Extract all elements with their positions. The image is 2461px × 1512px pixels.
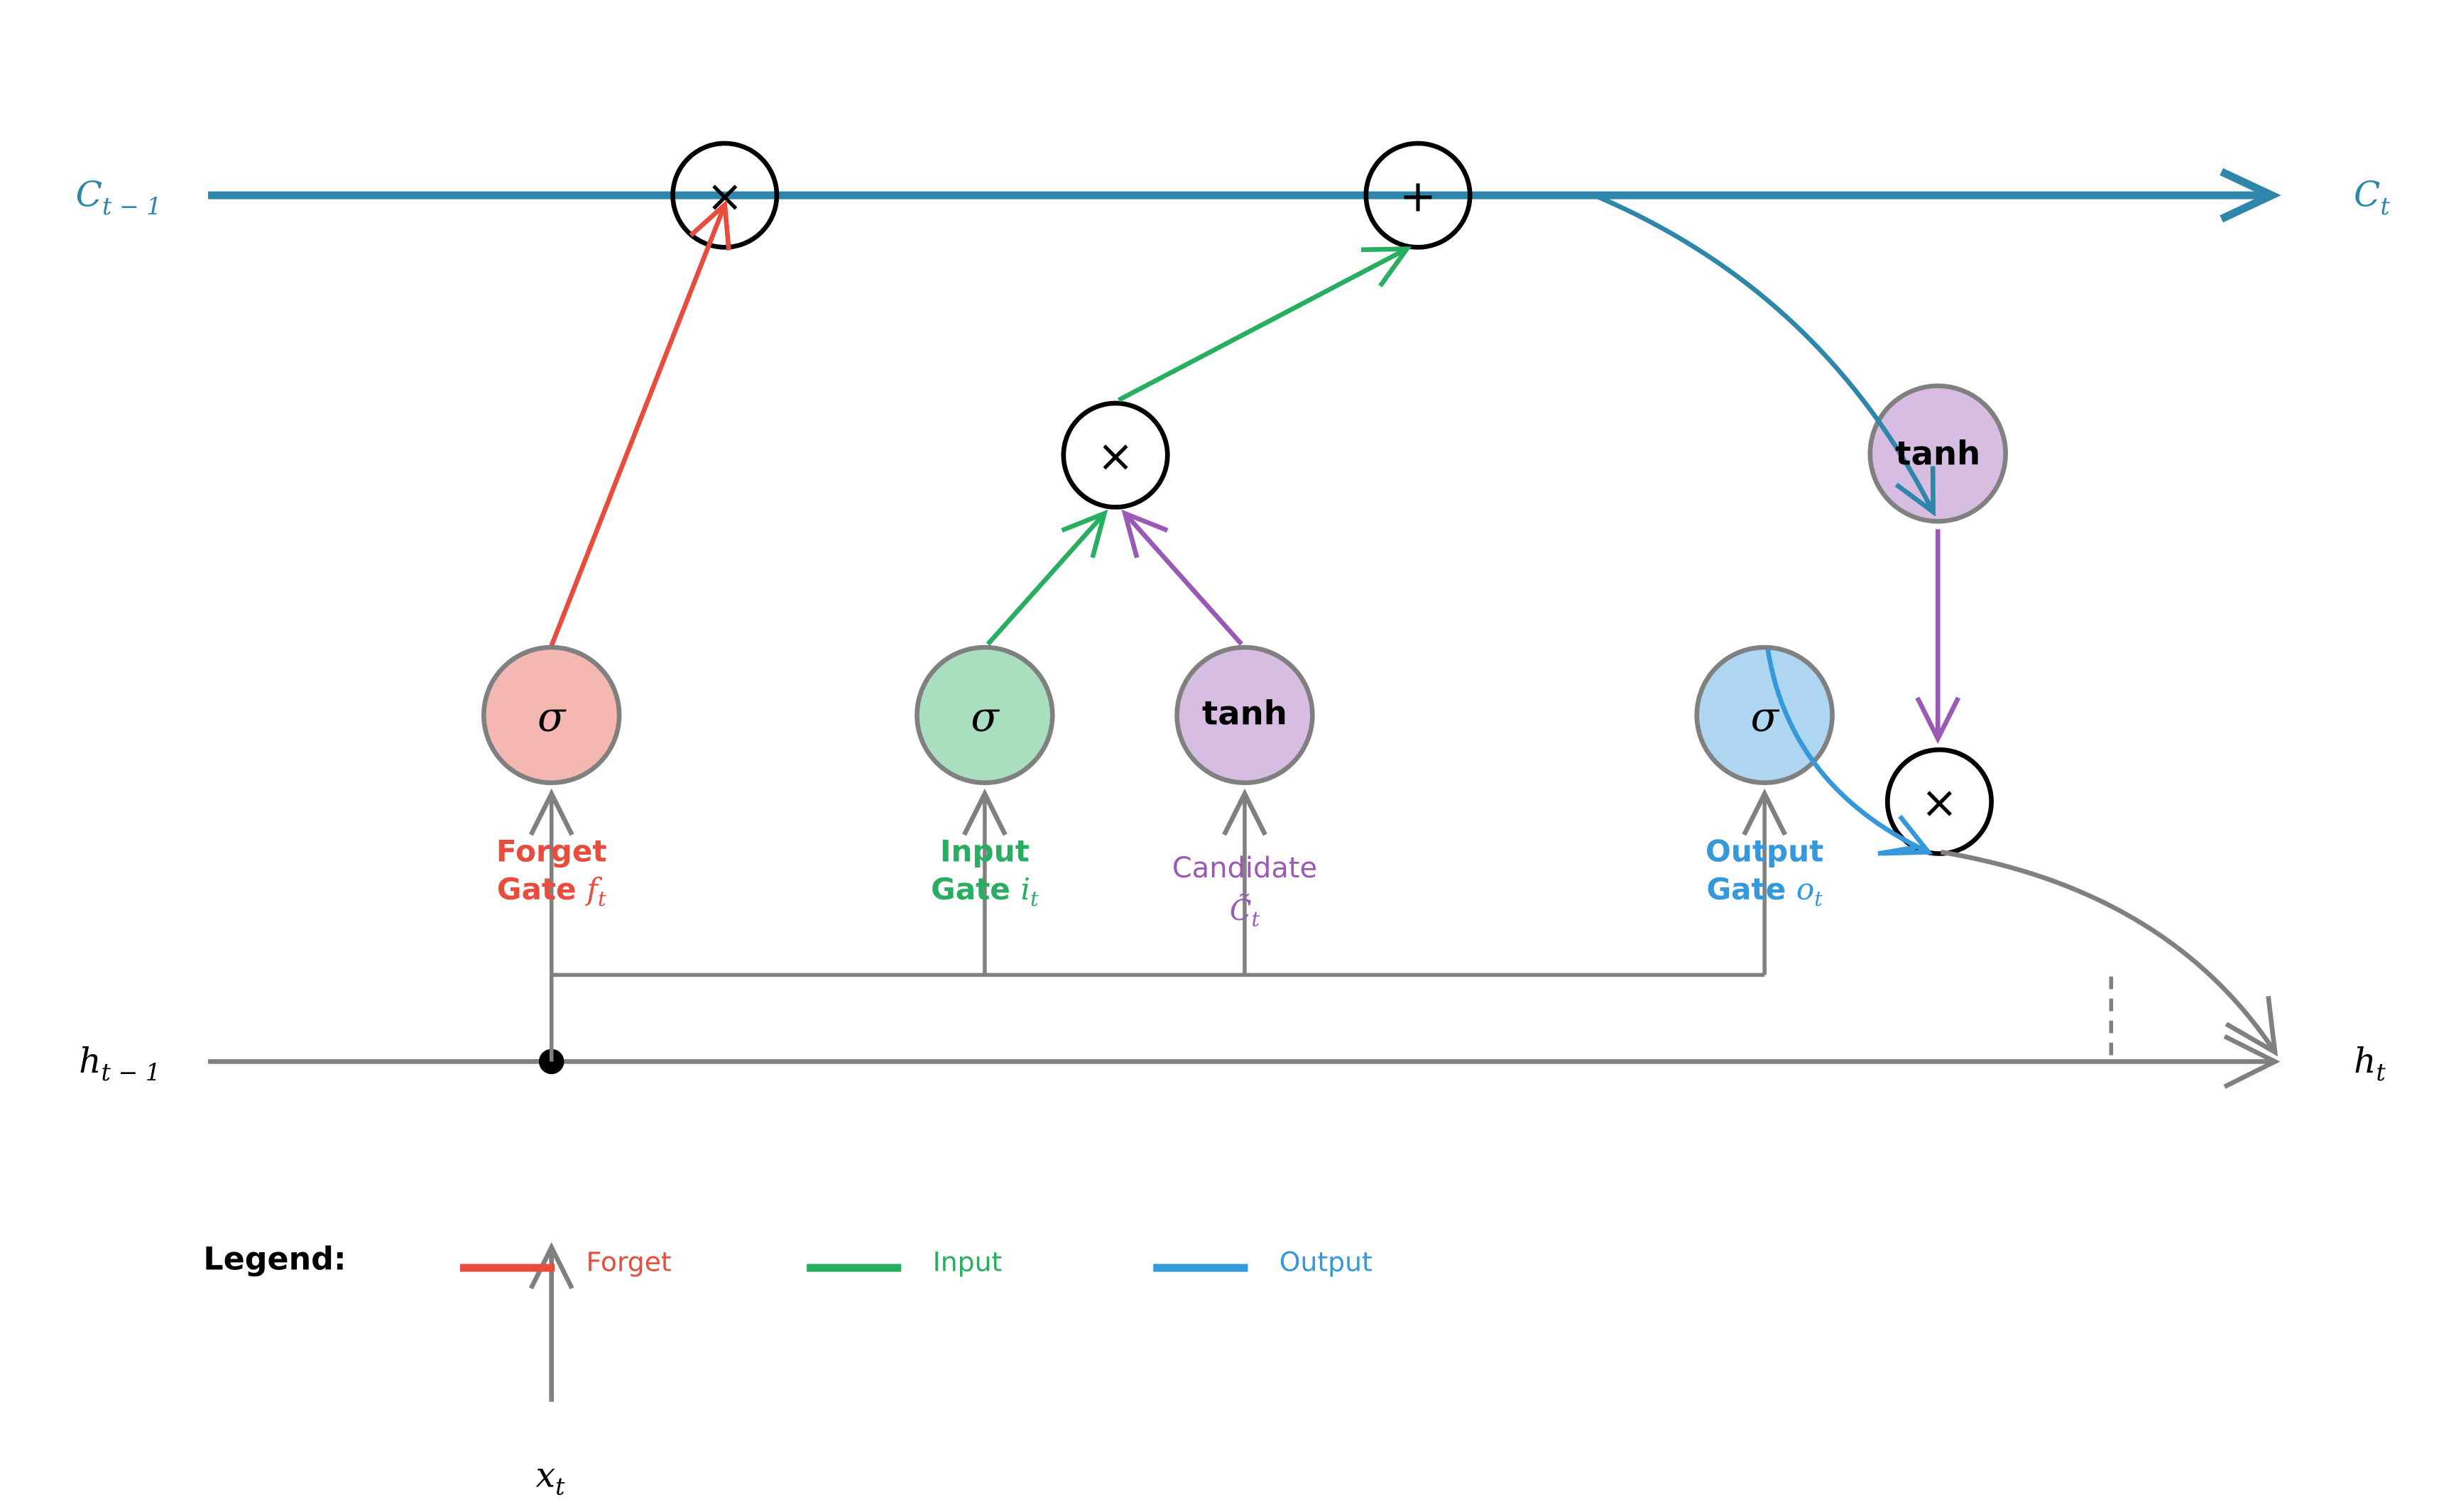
output-gate-symbol-sub: t — [1814, 887, 1823, 911]
input-sigma-symbol: σ — [971, 692, 1000, 740]
c-next: C — [2354, 175, 2380, 215]
input-gate-symbol-sub: t — [1030, 887, 1039, 911]
cell-tanh-label: tanh — [1895, 434, 1980, 473]
candidate-symbol: C̃ — [1230, 893, 1252, 926]
svg-text:Gate ft: Gate ft — [497, 872, 606, 911]
input-gate-line2: Gate — [931, 872, 1010, 906]
input-gate-label: Input Gate it — [931, 834, 1039, 911]
h-next-sub: t — [2376, 1058, 2386, 1086]
candidate-label: Candidate C̃t — [1172, 852, 1317, 931]
output-to-hidden-arrow — [1941, 850, 2279, 1057]
candidate-symbol-sub: t — [1251, 907, 1260, 931]
forget-to-multiply-arrow — [549, 199, 731, 647]
forget-sigma-symbol: σ — [538, 692, 567, 740]
candidate-tanh-label: tanh — [1202, 694, 1287, 733]
forget-gate-symbol-sub: t — [598, 887, 606, 911]
h-prev: h — [79, 1041, 101, 1081]
legend-output-label: Output — [1279, 1247, 1373, 1278]
cell-to-tanh-arrow — [1593, 193, 1936, 517]
cell-state-next-label: Ct — [2354, 175, 2390, 220]
forget-gate-label: Forget Gate ft — [496, 834, 607, 911]
output-tick — [1877, 845, 1916, 856]
cell-state-prev-label: Ct − 1 — [76, 175, 162, 220]
output-sigma-node — [1694, 645, 1835, 786]
forget-gate-line2: Gate — [497, 872, 577, 906]
c-next-sub: t — [2380, 192, 2390, 220]
x-t-sub: t — [555, 1473, 565, 1501]
input-gate-line1: Input — [940, 834, 1030, 869]
input-sigma-node — [915, 645, 1055, 786]
input-multiply-op — [1061, 400, 1170, 510]
x-input-label: xt — [536, 1455, 566, 1501]
h-prev-sub: t − 1 — [102, 1058, 161, 1086]
candidate-tanh-node — [1174, 645, 1315, 786]
output-gate-symbol: o — [1796, 872, 1814, 906]
c-prev-sub: t − 1 — [102, 192, 162, 220]
output-sigma-symbol: σ — [1750, 692, 1779, 740]
output-gate-line1: Output — [1706, 834, 1823, 869]
c-prev: C — [76, 175, 102, 215]
legend-forget-label: Forget — [586, 1247, 672, 1278]
add-op — [1363, 141, 1473, 250]
forget-sigma-node — [481, 645, 622, 786]
svg-text:Gate it: Gate it — [931, 872, 1039, 911]
input-product-to-add-arrow — [1117, 246, 1412, 402]
input-bus — [549, 973, 1765, 1062]
legend-input-label: Input — [933, 1247, 1003, 1278]
add-symbol: + — [1399, 170, 1436, 221]
hidden-state-prev-label: ht − 1 — [79, 1041, 160, 1086]
candidate-to-multiply-arrow — [1121, 509, 1244, 646]
forget-multiply-symbol: × — [706, 170, 743, 221]
input-gate-symbol: i — [1021, 872, 1030, 906]
input-to-multiply-arrow — [986, 509, 1108, 646]
output-multiply-symbol: × — [1921, 777, 1958, 828]
x-t: x — [536, 1455, 556, 1496]
output-to-multiply-arrow — [1765, 648, 1933, 856]
svg-text:C̃t: C̃t — [1230, 893, 1260, 931]
h-next: h — [2354, 1041, 2376, 1081]
legend-title: Legend: — [203, 1241, 346, 1277]
svg-text:Gate ot: Gate ot — [1706, 872, 1823, 911]
input-multiply-symbol: × — [1097, 429, 1134, 481]
hidden-state-next-label: ht — [2354, 1041, 2386, 1086]
output-gate-label: Output Gate ot — [1706, 834, 1823, 911]
forget-gate-line1: Forget — [496, 834, 607, 869]
output-gate-line2: Gate — [1706, 872, 1786, 906]
candidate-line1: Candidate — [1172, 852, 1317, 884]
